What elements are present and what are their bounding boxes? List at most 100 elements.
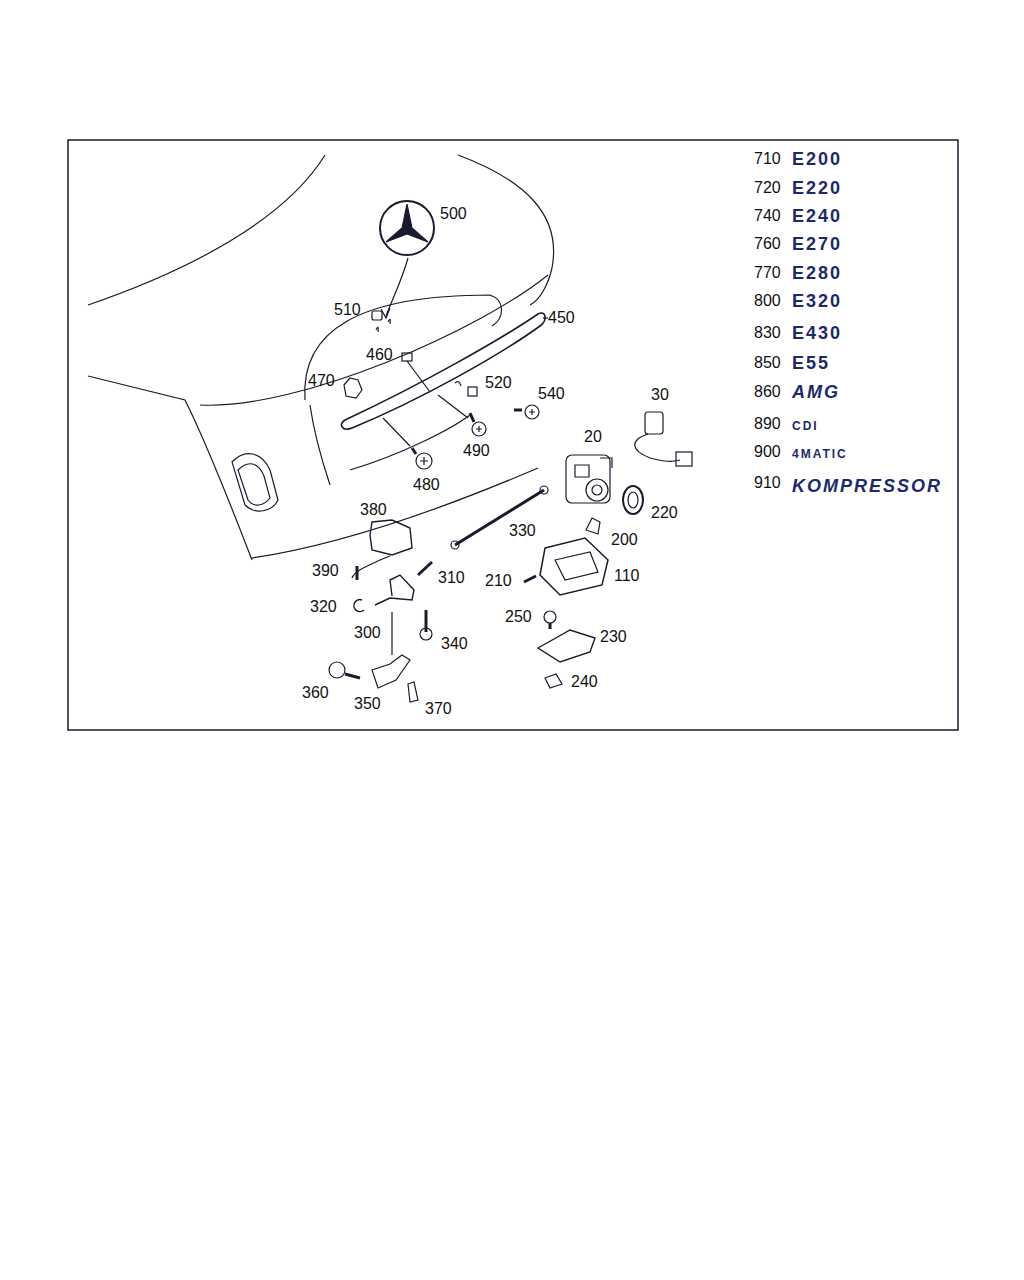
screw xyxy=(549,623,552,629)
trim-strip xyxy=(341,313,545,429)
model-badge: AMG xyxy=(792,383,840,401)
rod xyxy=(455,490,544,545)
callout-number: 770 xyxy=(754,264,781,282)
leader-line xyxy=(391,612,392,655)
switch xyxy=(645,412,663,434)
callout-number: 220 xyxy=(651,504,678,522)
bolt xyxy=(418,562,432,575)
bracket xyxy=(372,655,410,688)
plate-recess xyxy=(350,415,470,470)
grommet xyxy=(344,378,362,398)
screw-head xyxy=(420,457,428,465)
screw-head xyxy=(525,405,539,419)
model-badge: E240 xyxy=(792,207,842,225)
lock-cylinder xyxy=(586,479,608,501)
stud xyxy=(402,353,412,361)
callout-number: 460 xyxy=(366,346,393,364)
screw-head xyxy=(544,611,556,623)
circlip xyxy=(354,600,364,612)
model-badge: CDI xyxy=(792,417,819,435)
callout-number: 330 xyxy=(509,522,536,540)
leader-line xyxy=(383,418,410,446)
wire xyxy=(635,434,680,461)
callout-number: 450 xyxy=(548,309,575,327)
latch xyxy=(540,538,608,595)
lid-edge xyxy=(88,155,325,305)
callout-number: 200 xyxy=(611,531,638,549)
model-badge: E280 xyxy=(792,264,842,282)
hinge xyxy=(375,575,414,605)
callout-number: 540 xyxy=(538,385,565,403)
screw xyxy=(412,448,416,454)
callout-number: 350 xyxy=(354,695,381,713)
callout-number: 740 xyxy=(754,207,781,225)
clip-nut xyxy=(408,682,418,702)
screw-head xyxy=(476,426,482,432)
plate-recess xyxy=(310,405,330,485)
tail-light-recess xyxy=(238,464,270,505)
callout-number: 760 xyxy=(754,235,781,253)
model-badge: E220 xyxy=(792,179,842,197)
callout-number: 310 xyxy=(438,569,465,587)
callout-number: 370 xyxy=(425,700,452,718)
rod-end xyxy=(540,486,548,494)
screw xyxy=(524,576,536,582)
callout-number: 320 xyxy=(310,598,337,616)
callout-number: 910 xyxy=(754,474,781,492)
clip-holes xyxy=(455,382,461,386)
model-badge: 4MATIC xyxy=(792,445,848,463)
seal-ring xyxy=(623,486,643,514)
callout-number: 830 xyxy=(754,324,781,342)
screw xyxy=(514,409,522,412)
callout-number: 110 xyxy=(614,567,640,585)
callout-number: 390 xyxy=(312,562,339,580)
screw-head xyxy=(416,453,432,469)
clip xyxy=(372,311,382,320)
callout-number: 30 xyxy=(651,386,669,404)
bolt xyxy=(345,674,360,678)
body-line xyxy=(88,376,252,560)
lock-cylinder xyxy=(592,485,602,495)
screw-head xyxy=(529,409,535,415)
pin xyxy=(356,566,359,580)
model-badge: E55 xyxy=(792,354,830,372)
frame xyxy=(68,140,958,730)
callout-number: 900 xyxy=(754,443,781,461)
callout-number: 890 xyxy=(754,415,781,433)
callout-number: 340 xyxy=(441,635,468,653)
lock-cylinder xyxy=(566,455,610,503)
callout-number: 250 xyxy=(505,608,532,626)
clip xyxy=(586,518,600,534)
plate-recess xyxy=(305,295,502,400)
nut xyxy=(468,387,477,396)
callout-number: 500 xyxy=(440,205,467,223)
model-badge: E200 xyxy=(792,150,842,168)
callout-number: 850 xyxy=(754,354,781,372)
bolt-head xyxy=(329,662,345,678)
leader-line xyxy=(386,258,408,316)
callout-number: 360 xyxy=(302,684,329,702)
leader-line xyxy=(407,361,430,392)
leader-line xyxy=(438,395,468,418)
callout-number: 300 xyxy=(354,624,381,642)
model-badge: E430 xyxy=(792,324,842,342)
callout-number: 210 xyxy=(485,572,512,590)
clip xyxy=(545,674,562,688)
model-badge: E320 xyxy=(792,292,842,310)
callout-number: 240 xyxy=(571,673,598,691)
callout-number: 490 xyxy=(463,442,490,460)
seal-ring xyxy=(628,492,638,508)
callout-number: 710 xyxy=(754,150,781,168)
callout-number: 230 xyxy=(600,628,627,646)
bolt-head xyxy=(420,628,432,640)
callout-number: 480 xyxy=(413,476,440,494)
callout-number: 520 xyxy=(485,374,512,392)
screw-head xyxy=(472,422,486,436)
clip-holes xyxy=(376,319,390,332)
callout-number: 860 xyxy=(754,383,781,401)
callout-number: 470 xyxy=(308,372,335,390)
model-badge: KOMPRESSOR xyxy=(792,477,942,495)
star-emblem xyxy=(380,201,434,255)
